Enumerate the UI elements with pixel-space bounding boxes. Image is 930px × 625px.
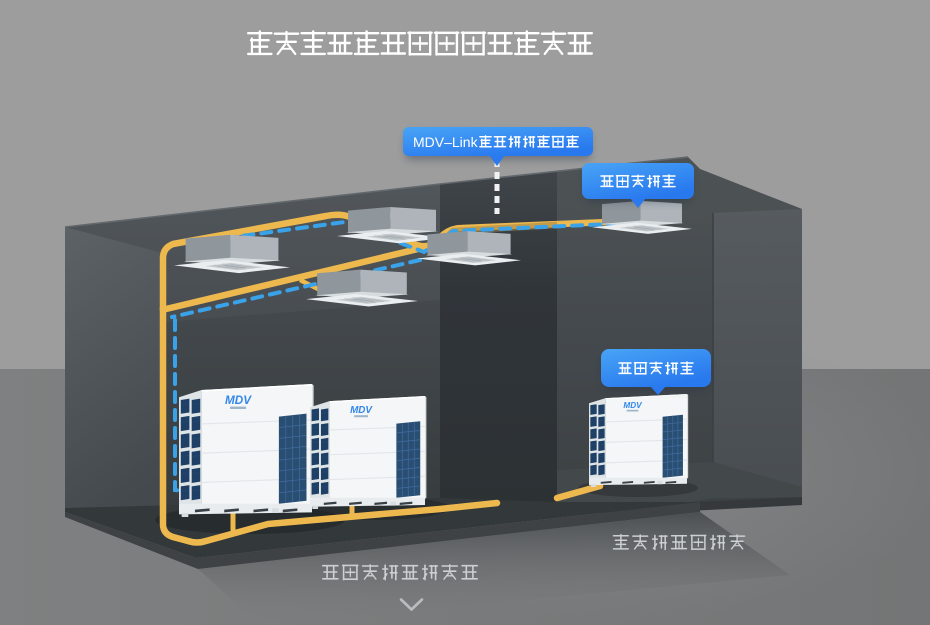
svg-text:MDV: MDV [623,401,643,410]
svg-text:MDV–Link: MDV–Link [413,134,479,150]
svg-text:MDV: MDV [225,394,252,407]
svg-text:MDV: MDV [350,405,373,416]
